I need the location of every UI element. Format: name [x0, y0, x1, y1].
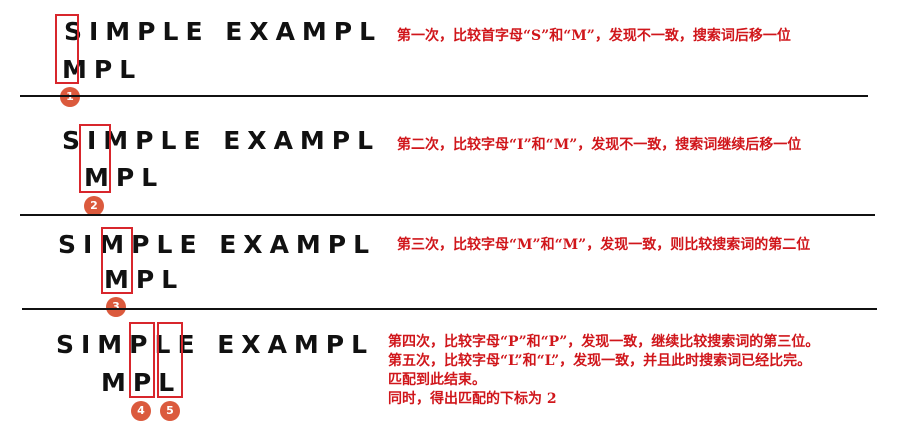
- step3-badge: 3: [106, 297, 126, 317]
- step5-compare-box: [157, 322, 183, 398]
- step2-note: 第二次，比较字母“I”和“M”，发现不一致，搜索词继续后移一位: [397, 137, 802, 153]
- step3-compare-box: [101, 227, 133, 294]
- step4-note-line-1: 第四次，比较字母“P”和“P”，发现一致，继续比较搜索词的第三位。: [388, 334, 820, 350]
- step2-search: MPL: [84, 163, 165, 192]
- step1-text: SIMPLE EXAMPL: [64, 17, 383, 46]
- step3-note: 第三次，比较字母“M”和“M”，发现一致，则比较搜索词的第二位: [397, 237, 811, 253]
- separator-1: [20, 95, 868, 97]
- step4-note-line-3: 匹配到此结束。: [388, 372, 486, 388]
- step1-search: MPL: [62, 55, 143, 84]
- step2-compare-box: [79, 124, 111, 193]
- step4-search: MPL: [101, 368, 182, 397]
- step1-badge: 1: [60, 87, 80, 107]
- separator-2: [20, 214, 875, 216]
- step2-text: SIMPLE EXAMPL: [62, 126, 381, 155]
- step4-text: SIMPLE EXAMPL: [56, 330, 375, 359]
- step4-note-line-2: 第五次，比较字母“L”和“L”，发现一致，并且此时搜索词已经比完。: [388, 353, 812, 369]
- separator-3: [22, 308, 877, 310]
- step3-text: SIMPLE EXAMPL: [58, 230, 377, 259]
- step4-note-line-4: 同时，得出匹配的下标为 2: [388, 391, 557, 407]
- step3-search: MPL: [104, 265, 185, 294]
- step4-badge: 4: [131, 401, 151, 421]
- step4-compare-box: [129, 322, 155, 398]
- step2-badge: 2: [84, 196, 104, 216]
- step1-note: 第一次，比较首字母“S”和“M”，发现不一致，搜索词后移一位: [397, 28, 791, 44]
- step1-compare-box: [55, 14, 79, 84]
- step5-badge: 5: [160, 401, 180, 421]
